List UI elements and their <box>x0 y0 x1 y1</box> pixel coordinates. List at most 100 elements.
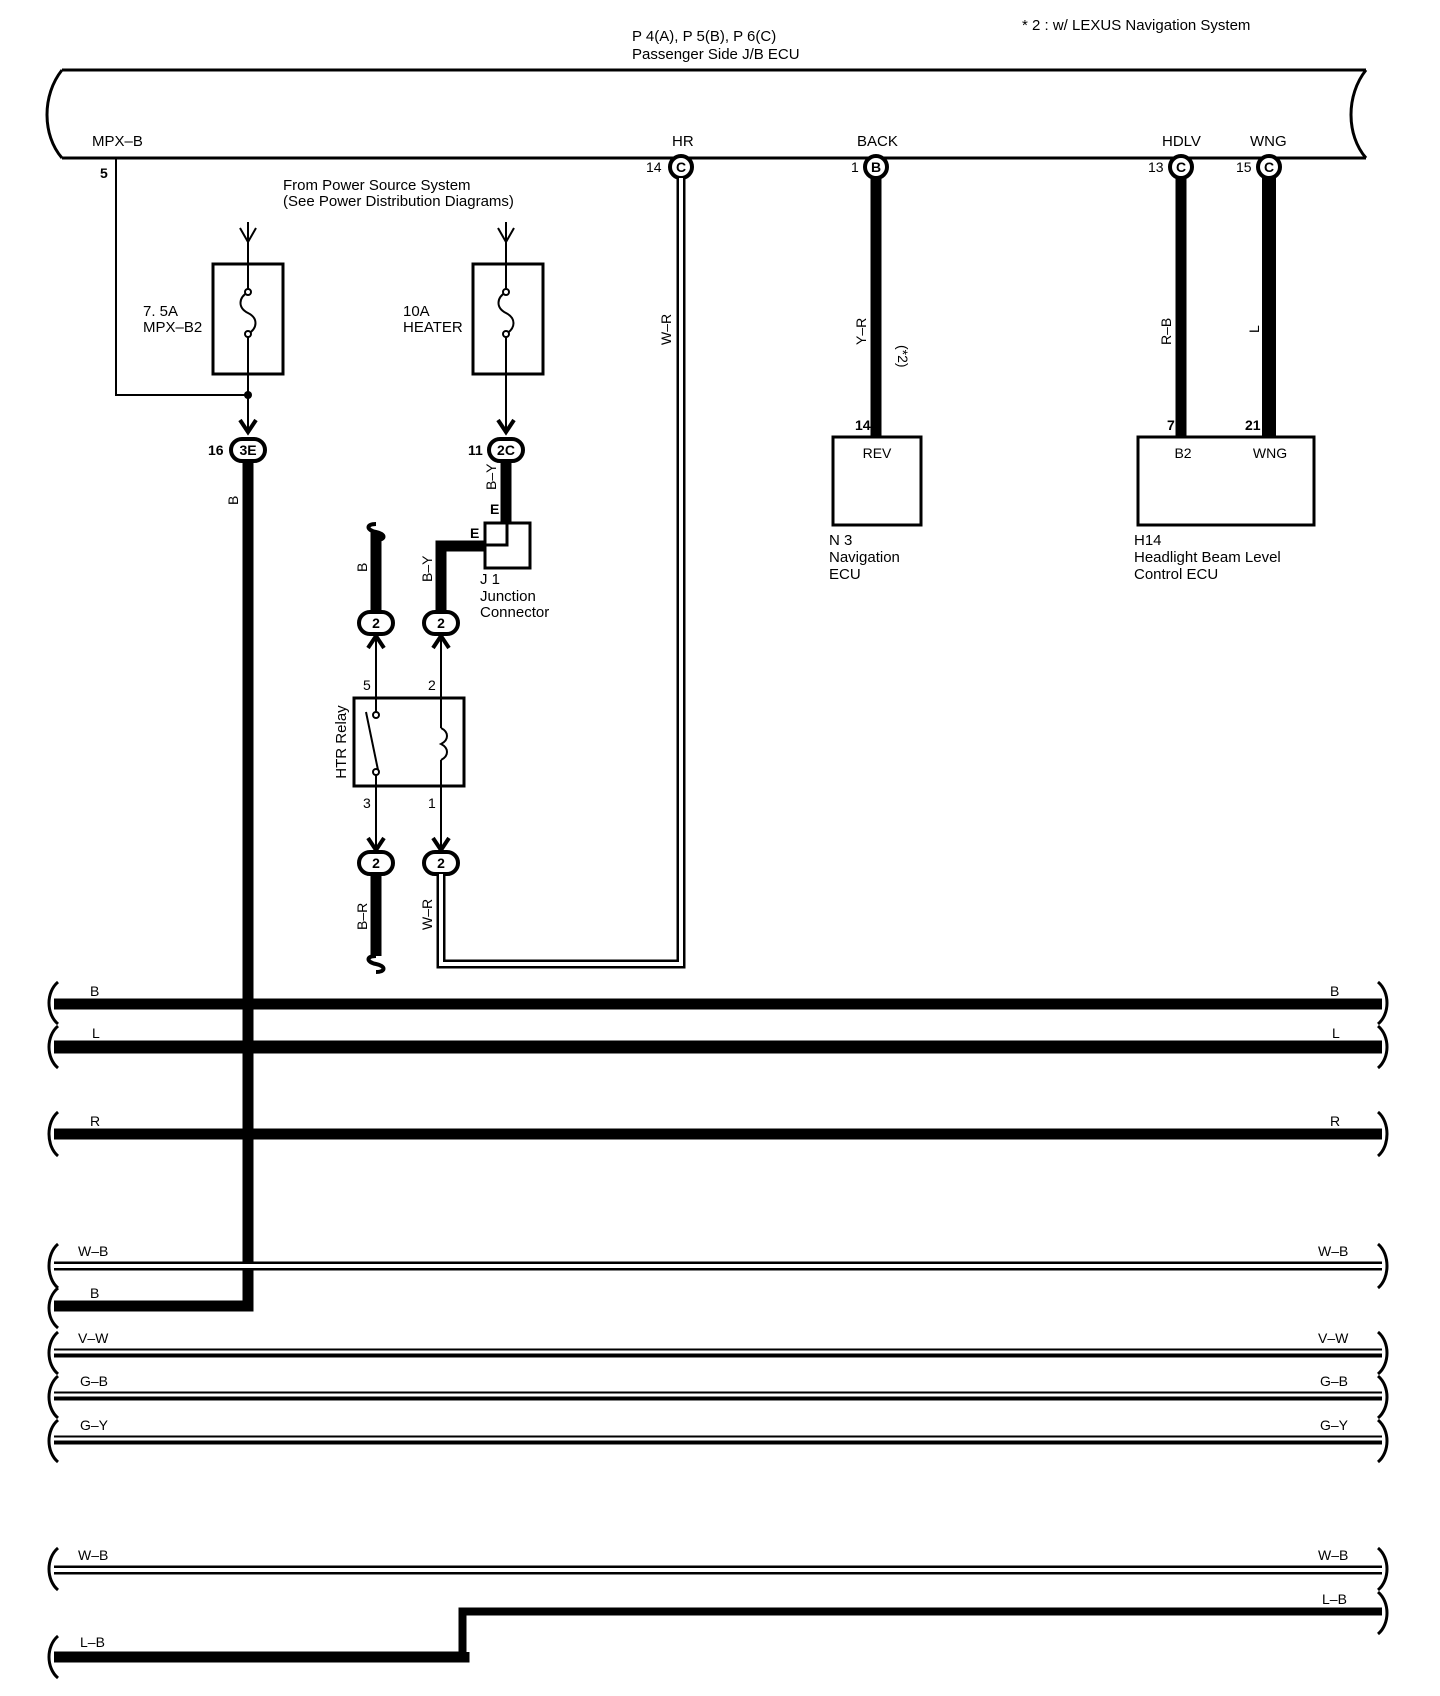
junction-connector-j1 <box>483 521 532 570</box>
bus-label-gy-right: G–Y <box>1320 1417 1349 1433</box>
hl-ecu-id: H14 <box>1134 532 1162 549</box>
hl-ecu-pin-b2: 7 <box>1167 417 1175 433</box>
bus-label-vw-left: V–W <box>78 1330 109 1346</box>
bus-label-gb-right: G–B <box>1320 1373 1348 1389</box>
nav-ecu-terminal-rev: REV <box>863 445 892 461</box>
bus-label-l-right: L <box>1332 1025 1340 1041</box>
svg-text:2: 2 <box>437 855 445 871</box>
bus-label-r-left: R <box>90 1113 100 1129</box>
wire-label-wr-relay: W–R <box>419 899 435 930</box>
bus-label-wb-lower-right: W–B <box>1318 1547 1348 1563</box>
bus-label-b-bottom: B <box>90 1285 99 1301</box>
headlight-ecu-box <box>1136 435 1316 527</box>
hr-terminal-connector: C <box>668 154 694 180</box>
terminal-hr: HR <box>672 133 694 150</box>
hl-ecu-name-line2: Control ECU <box>1134 566 1218 583</box>
nav-ecu-name-line1: Navigation <box>829 549 900 566</box>
fuse-heater-amp: 10A <box>403 303 430 320</box>
wire-label-by-2c: B–Y <box>483 463 499 490</box>
wire-break-bottom <box>366 954 386 974</box>
bus-label-wb-right: W–B <box>1318 1243 1348 1259</box>
junction-pin-top: E <box>490 501 499 517</box>
ecu-name: Passenger Side J/B ECU <box>632 46 800 63</box>
bus-label-gb-left: G–B <box>80 1373 108 1389</box>
passenger-jb-ecu-box <box>45 68 1368 160</box>
fuse-mpx-b2 <box>211 262 285 394</box>
wire-label-br: B–R <box>354 903 370 930</box>
bus-label-lb-left: L–B <box>80 1634 105 1650</box>
bus-label-b-left: B <box>90 983 99 999</box>
power-source-title: From Power Source System <box>283 177 471 194</box>
svg-text:2: 2 <box>372 615 380 631</box>
wng-terminal-connector: C <box>1256 154 1282 180</box>
bus-label-gy-left: G–Y <box>80 1417 109 1433</box>
htr-relay <box>352 696 466 788</box>
terminal-back: BACK <box>857 133 898 150</box>
bus-label-l-left: L <box>92 1025 100 1041</box>
connector-2c-pin: 11 <box>468 442 483 458</box>
bus-label-wb-left: W–B <box>78 1243 108 1259</box>
bus-wire-lb <box>54 1607 1382 1663</box>
wire-mpx-b-loop <box>115 158 248 396</box>
svg-text:C: C <box>1264 159 1274 175</box>
svg-text:3E: 3E <box>239 442 256 458</box>
connector-2c: 2C <box>487 437 525 463</box>
wire-label-b-relay: B <box>354 563 370 572</box>
junction-name-line2: Connector <box>480 604 549 621</box>
bus-break-marks <box>47 980 1389 1680</box>
wire-label-by-relay: B–Y <box>419 555 435 582</box>
wire-label-rb: R–B <box>1158 318 1174 345</box>
fuse-mpx-name: MPX–B2 <box>143 319 202 336</box>
svg-text:C: C <box>676 159 686 175</box>
nav-ecu-id: N 3 <box>829 532 852 549</box>
hr-pin-number: 14 <box>646 159 662 175</box>
nav-ecu-pin: 14 <box>855 417 871 433</box>
junction-pin-left: E <box>470 525 479 541</box>
connector-3e-pin: 16 <box>208 442 224 458</box>
svg-text:2: 2 <box>372 855 380 871</box>
arrow-to-2c <box>496 418 516 436</box>
svg-text:C: C <box>1176 159 1186 175</box>
relay-pin-2: 2 <box>428 677 436 693</box>
junction-name-line1: Junction <box>480 588 536 605</box>
back-terminal-connector: B <box>863 154 889 180</box>
relay-pin-5: 5 <box>363 677 371 693</box>
hl-ecu-terminal-b2: B2 <box>1174 445 1191 461</box>
terminal-mpx-b: MPX–B <box>92 133 143 150</box>
wire-label-l-wng: L <box>1246 325 1262 333</box>
wire-break-top <box>366 522 386 542</box>
arrow-to-3e <box>238 418 258 436</box>
junction-id: J 1 <box>480 571 500 588</box>
hl-ecu-terminal-wng: WNG <box>1253 445 1287 461</box>
footnote-nav-system: * 2 : w/ LEXUS Navigation System <box>1022 17 1250 34</box>
connector-3e: 3E <box>229 437 267 463</box>
hl-ecu-name-line1: Headlight Beam Level <box>1134 549 1281 566</box>
svg-text:2C: 2C <box>497 442 515 458</box>
hdlv-pin-number: 13 <box>1148 159 1164 175</box>
bus-label-b-right: B <box>1330 983 1339 999</box>
wire-b-main <box>54 461 254 1312</box>
fuse-heater <box>471 262 545 432</box>
relay-pin-3: 3 <box>363 795 371 811</box>
bus-label-lb-right: L–B <box>1322 1591 1347 1607</box>
connector-2-bottom-left: 2 <box>357 850 395 876</box>
relay-name: HTR Relay <box>333 705 350 779</box>
ecu-connector-codes: P 4(A), P 5(B), P 6(C) <box>632 28 776 45</box>
power-arrow-heater <box>497 222 515 262</box>
bus-label-r-right: R <box>1330 1113 1340 1129</box>
terminal-wng: WNG <box>1250 133 1287 150</box>
nav-ecu-name-line2: ECU <box>829 566 861 583</box>
wire-label-star2: (*2) <box>895 345 911 368</box>
svg-text:2: 2 <box>437 615 445 631</box>
connector-2-bottom-right: 2 <box>422 850 460 876</box>
power-source-subtitle: (See Power Distribution Diagrams) <box>283 193 514 210</box>
wire-label-wr-hr: W–R <box>658 314 674 345</box>
fuse-mpx-amp: 7. 5A <box>143 303 178 320</box>
back-pin-number: 1 <box>851 159 859 175</box>
wire-label-yr: Y–R <box>853 318 869 345</box>
bus-label-wb-lower-left: W–B <box>78 1547 108 1563</box>
terminal-hdlv: HDLV <box>1162 133 1201 150</box>
svg-text:B: B <box>871 159 881 175</box>
relay-pin-1: 1 <box>428 795 436 811</box>
